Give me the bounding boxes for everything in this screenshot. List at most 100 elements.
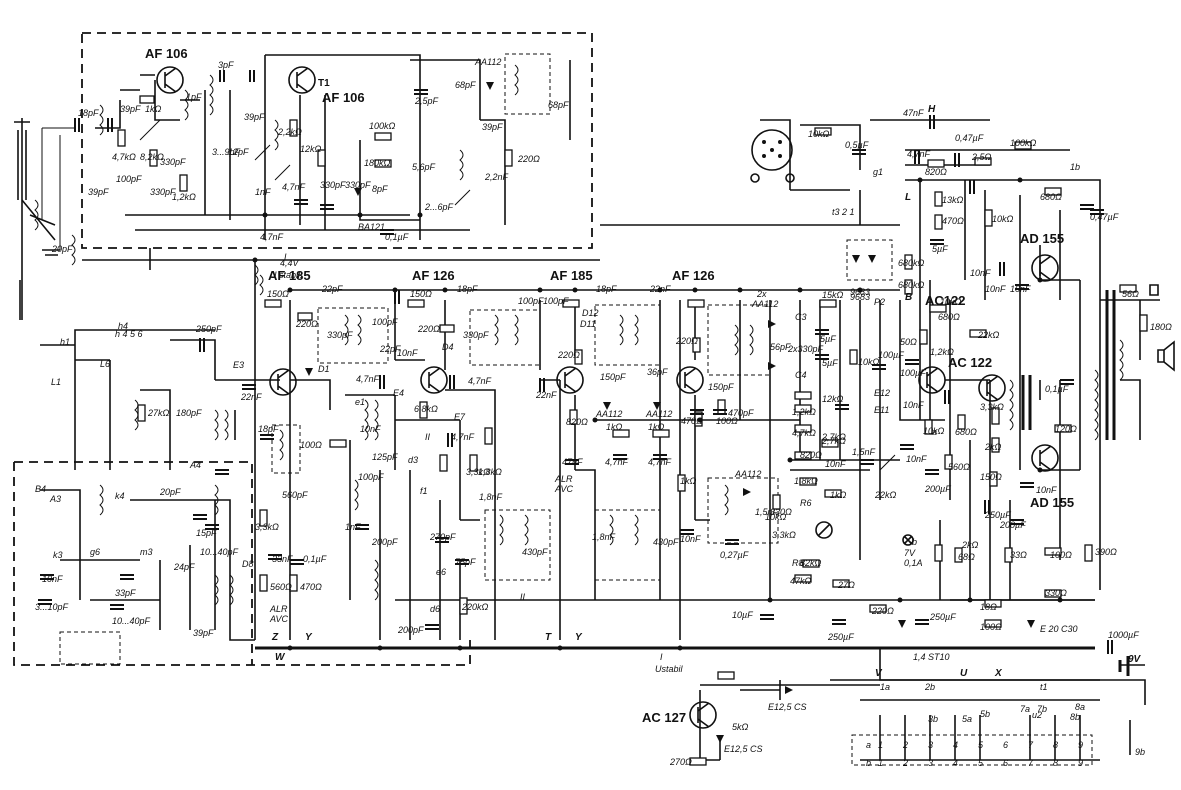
- component-label: 13kΩ: [942, 195, 964, 205]
- component-label: 680kΩ: [898, 280, 925, 290]
- component-label: 4,7nF: [605, 457, 629, 467]
- component-label: 4: [953, 740, 958, 750]
- component-label: 4: [953, 758, 958, 768]
- component-label: B4: [35, 484, 46, 494]
- component-label: 8a: [1075, 702, 1085, 712]
- component-label: 2,2nF: [484, 172, 509, 182]
- component-label: 9: [1078, 740, 1083, 750]
- component-label: 330Ω: [770, 507, 792, 517]
- component-label: 27kΩ: [147, 408, 170, 418]
- component-label: AF 106: [145, 46, 188, 61]
- component-label: 1kΩ: [830, 490, 847, 500]
- component-label: 5µF: [822, 358, 838, 368]
- component-label: 330Ω: [1045, 588, 1067, 598]
- component-label: 1,2kΩ: [930, 347, 954, 357]
- component-label: 9V: [1128, 654, 1142, 665]
- component-label: 5: [978, 758, 984, 768]
- component-label: 47kΩ: [790, 576, 812, 586]
- component-label: 1,8nF: [479, 492, 503, 502]
- component-label: 270pF: [429, 532, 456, 542]
- component-label: 10kΩ: [808, 129, 830, 139]
- component-label: 8: [1053, 740, 1058, 750]
- component-label: 150Ω: [267, 289, 289, 299]
- component-label: 9b: [1135, 747, 1145, 757]
- component-label: 7: [1028, 740, 1034, 750]
- component-label: E4: [393, 388, 404, 398]
- component-label: A3: [49, 494, 61, 504]
- component-label: 9683: [850, 287, 870, 297]
- component-label: 10nF: [360, 424, 381, 434]
- transistor-symbols: [156, 66, 1059, 729]
- component-label: 1: [878, 758, 883, 768]
- component-label: 560pF: [282, 490, 308, 500]
- component-label: 56Ω: [1122, 289, 1139, 299]
- component-label: 220Ω: [417, 324, 440, 334]
- component-label: 15pF: [196, 528, 217, 538]
- component-label: D4: [442, 342, 454, 352]
- diode-labels: AA112 BA121 D1 D12 AA112 AA112 2x AA112 …: [242, 57, 1078, 754]
- component-label: U: [960, 668, 968, 679]
- component-label: AD 155: [1030, 495, 1074, 510]
- component-label: 2b: [924, 682, 935, 692]
- component-label: 33pF: [115, 588, 136, 598]
- component-label: 430pF: [522, 547, 548, 557]
- component-label: 250µF: [929, 612, 956, 622]
- component-label: 9: [1078, 758, 1083, 768]
- component-label: 22kΩ: [977, 330, 1000, 340]
- component-label: 5µF: [932, 244, 948, 254]
- component-label: 1,2kΩ: [792, 407, 816, 417]
- component-label: AA112: [734, 469, 761, 479]
- component-label: 8pF: [372, 184, 388, 194]
- component-label: 22kΩ: [874, 490, 897, 500]
- component-label: 4,7nF: [648, 457, 672, 467]
- component-label: 100pF: [372, 317, 398, 327]
- component-label: 820Ω: [800, 450, 822, 460]
- component-label: 100pF: [116, 174, 142, 184]
- component-label: Ustabil: [655, 664, 684, 674]
- component-label: P2: [874, 297, 885, 307]
- component-label: 330pF: [463, 330, 489, 340]
- component-label: 220Ω: [295, 319, 318, 329]
- component-label: a: [866, 740, 871, 750]
- component-label: E7: [454, 412, 466, 422]
- misc-labels: 4,4V U stabil. ALR AVC ALR AVC I I II II…: [35, 104, 1145, 757]
- tuner-box: [81, 32, 593, 249]
- component-label: B: [905, 292, 912, 303]
- component-label: 7: [1028, 758, 1034, 768]
- component-label: 4,7nF: [907, 149, 931, 159]
- component-label: 330pF: [150, 187, 176, 197]
- component-label: 430pF: [653, 537, 679, 547]
- component-label: 220Ω: [557, 350, 580, 360]
- component-label: E3: [233, 360, 244, 370]
- component-label: 1kΩ: [648, 422, 665, 432]
- component-label: 12kΩ: [300, 144, 322, 154]
- component-label: 33nF: [272, 554, 293, 564]
- component-label: D12: [582, 308, 599, 318]
- component-label: 100Ω: [716, 416, 738, 426]
- band-switch-box: [13, 461, 471, 666]
- component-label: 22nF: [535, 390, 557, 400]
- component-label: 4,7kΩ: [792, 428, 816, 438]
- component-label: e6: [436, 567, 446, 577]
- component-label: 470Ω: [300, 582, 322, 592]
- component-label: I: [660, 652, 663, 662]
- component-label: 8,2kΩ: [140, 152, 164, 162]
- component-label: 125pF: [372, 452, 398, 462]
- component-label: E11: [874, 405, 889, 415]
- component-label: AC122: [925, 293, 965, 308]
- component-label: 10nF: [825, 459, 846, 469]
- component-label: X: [994, 668, 1003, 679]
- component-label: 0,1µF: [1045, 384, 1069, 394]
- component-label: 1,8nF: [592, 532, 616, 542]
- component-label: 10nF: [1036, 485, 1057, 495]
- component-label: Z: [271, 632, 279, 643]
- component-label: 180kΩ: [364, 158, 391, 168]
- component-label: AC 122: [948, 355, 992, 370]
- component-label: e1: [355, 397, 365, 407]
- component-label: 100kΩ: [1010, 138, 1037, 148]
- coils: [34, 64, 754, 606]
- component-label: 100kΩ: [369, 121, 396, 131]
- component-label: k4: [115, 491, 125, 501]
- component-label: 2kΩ: [984, 442, 1002, 452]
- component-label: 100pF: [543, 296, 569, 306]
